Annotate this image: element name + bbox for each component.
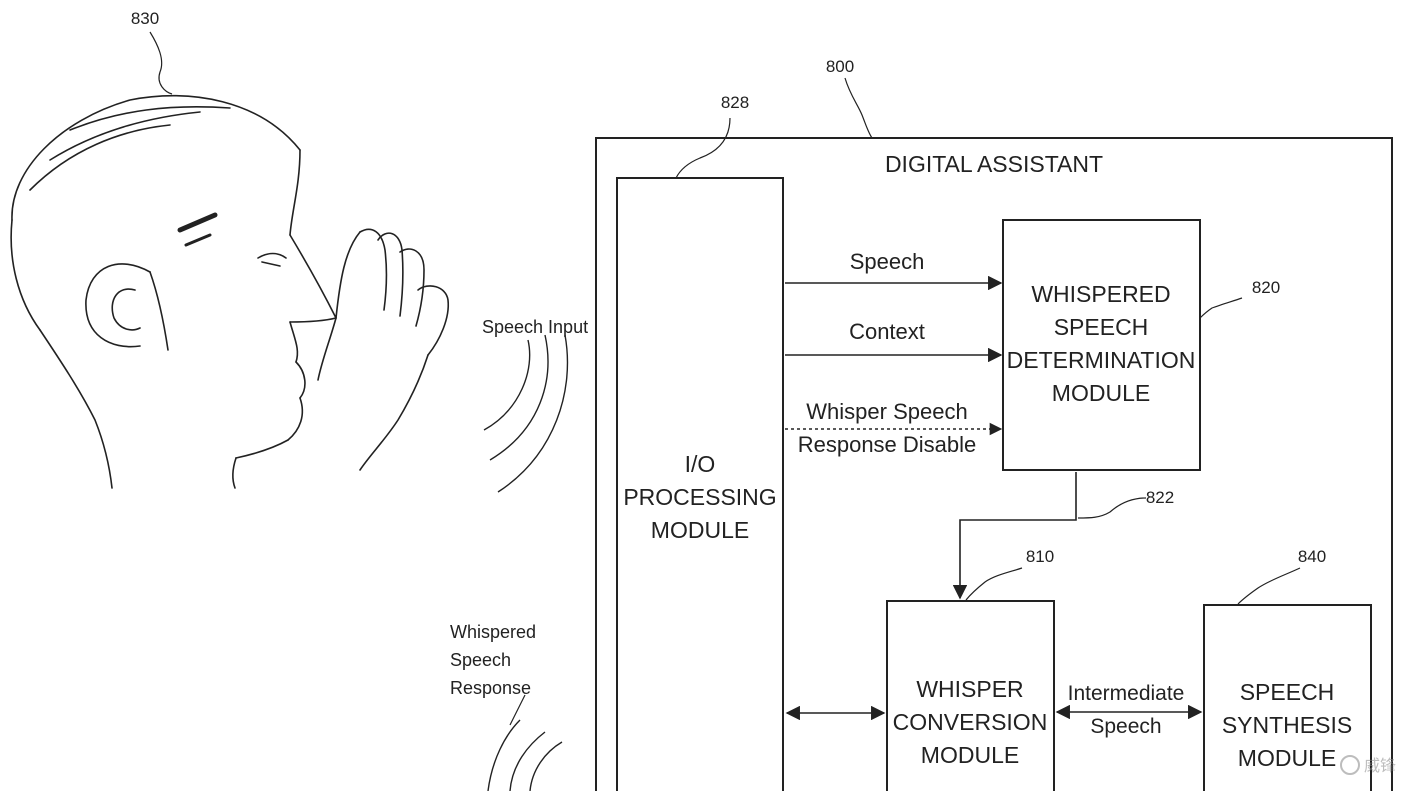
speech-synthesis-label: SPEECH SYNTHESIS MODULE <box>1222 679 1352 771</box>
intermediate-speech-label-1: Intermediate <box>1068 682 1185 705</box>
intermediate-speech-label-2: Speech <box>1090 715 1161 738</box>
svg-text:Whispered: Whispered <box>450 622 536 642</box>
svg-text:DETERMINATION: DETERMINATION <box>1007 347 1196 373</box>
svg-text:SPEECH: SPEECH <box>1240 679 1335 705</box>
svg-text:MODULE: MODULE <box>1052 380 1150 406</box>
ref-830: 830 <box>131 9 159 28</box>
speech-input-waves <box>483 334 569 493</box>
ref-822: 822 <box>1146 488 1174 507</box>
ref-840: 840 <box>1298 547 1326 566</box>
ref-828: 828 <box>721 93 749 112</box>
svg-text:WHISPER: WHISPER <box>916 676 1023 702</box>
svg-text:Speech: Speech <box>450 650 511 670</box>
whisper-conversion-box <box>886 600 1055 791</box>
whisper-conversion-label: WHISPER CONVERSION MODULE <box>893 676 1048 768</box>
ref-800: 800 <box>826 57 854 76</box>
svg-text:SYNTHESIS: SYNTHESIS <box>1222 712 1352 738</box>
digital-assistant-title: DIGITAL ASSISTANT <box>885 151 1103 177</box>
svg-text:MODULE: MODULE <box>651 517 749 543</box>
disable-signal-label-2: Response Disable <box>798 432 977 457</box>
speech-synthesis-box <box>1203 604 1372 791</box>
svg-text:威锋: 威锋 <box>1364 757 1396 775</box>
svg-text:Response: Response <box>450 678 531 698</box>
leader-lines <box>149 31 1301 726</box>
whisper-determination-label: WHISPERED SPEECH DETERMINATION MODULE <box>1007 281 1196 406</box>
person-whispering-illustration <box>10 94 450 489</box>
svg-text:MODULE: MODULE <box>921 742 1019 768</box>
speech-input-label: Speech Input <box>482 317 588 337</box>
speech-signal-label: Speech <box>850 249 925 274</box>
svg-text:SPEECH: SPEECH <box>1054 314 1149 340</box>
watermark: 威锋 <box>1340 755 1396 775</box>
ref-810: 810 <box>1026 547 1054 566</box>
svg-text:I/O: I/O <box>685 451 716 477</box>
svg-text:PROCESSING: PROCESSING <box>623 484 776 510</box>
ref-820: 820 <box>1252 278 1280 297</box>
svg-text:CONVERSION: CONVERSION <box>893 709 1048 735</box>
watermark-logo-icon <box>1340 755 1360 775</box>
svg-text:MODULE: MODULE <box>1238 745 1336 771</box>
context-signal-label: Context <box>849 319 925 344</box>
determination-to-conversion-arrow <box>952 472 1077 600</box>
disable-signal-label-1: Whisper Speech <box>806 399 967 424</box>
whispered-response-waves <box>487 719 563 791</box>
svg-text:WHISPERED: WHISPERED <box>1031 281 1170 307</box>
whispered-response-label: Whispered Speech Response <box>450 622 536 698</box>
whisper-determination-box <box>1002 219 1201 471</box>
io-processing-module-box <box>616 177 784 791</box>
digital-assistant-box <box>595 137 1393 791</box>
io-module-label: I/O PROCESSING MODULE <box>623 451 776 543</box>
